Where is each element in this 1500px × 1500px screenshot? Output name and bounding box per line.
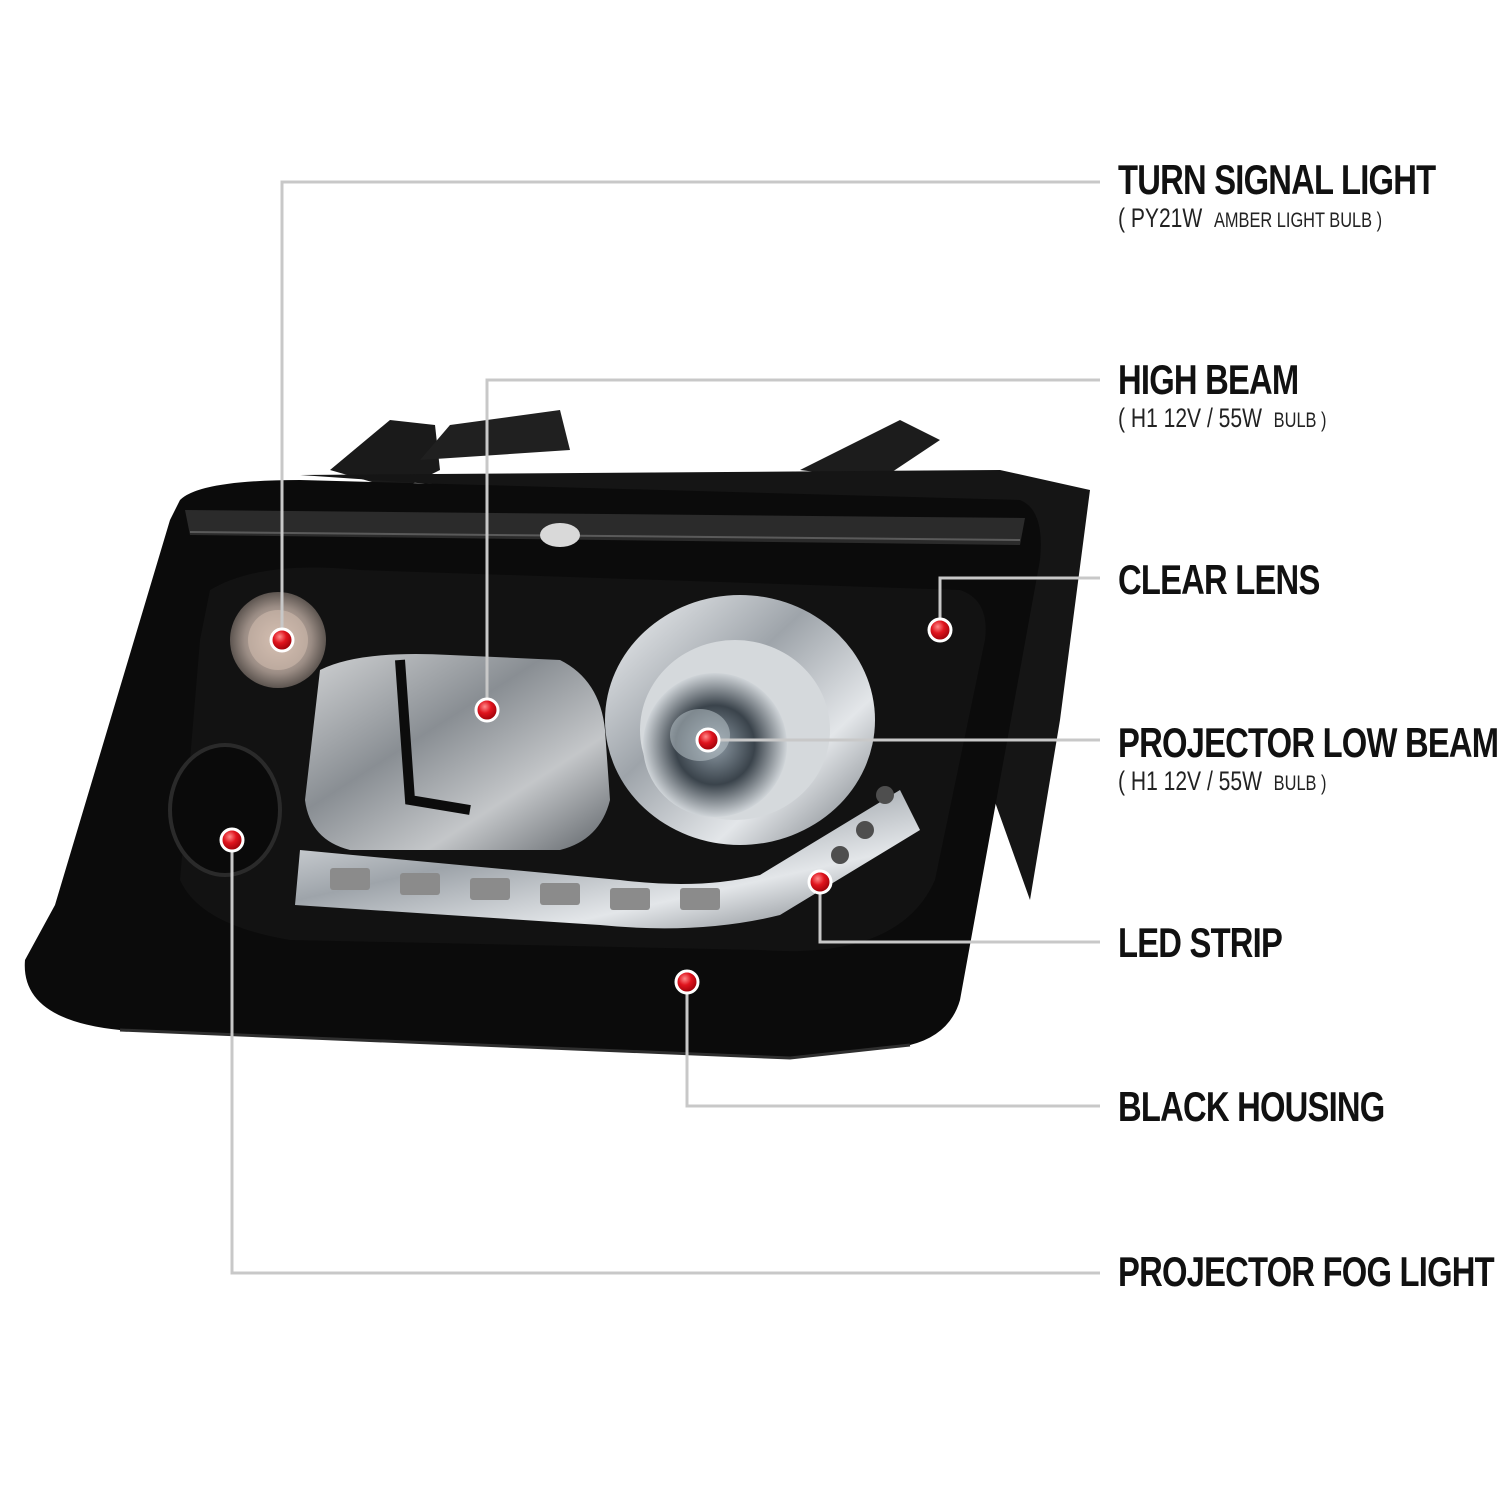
callout-title: LED STRIP xyxy=(1118,919,1283,966)
leader-led-strip xyxy=(818,882,1100,944)
callout-projector-low-beam: PROJECTOR LOW BEAM ( H1 12V / 55W BULB ) xyxy=(1118,720,1500,799)
headlight-image xyxy=(24,410,1090,1060)
leader-black-housing xyxy=(685,982,1100,1108)
mounting-bracket-left xyxy=(330,420,440,490)
mounting-bracket-right xyxy=(800,420,940,480)
callout-sub-main: ( PY21W xyxy=(1118,203,1203,233)
callout-title: PROJECTOR LOW BEAM xyxy=(1118,719,1499,766)
callout-turn-signal-light: TURN SIGNAL LIGHT ( PY21W AMBER LIGHT BU… xyxy=(1118,157,1500,236)
callout-clear-lens: CLEAR LENS xyxy=(1118,557,1376,603)
callout-subtitle: ( H1 12V / 55W BULB ) xyxy=(1118,766,1498,799)
callout-subtitle: ( H1 12V / 55W BULB ) xyxy=(1118,403,1326,436)
callout-subtitle: ( PY21W AMBER LIGHT BULB ) xyxy=(1118,203,1435,236)
callout-title: HIGH BEAM xyxy=(1118,356,1299,403)
leader-projector-fog-light xyxy=(230,840,1100,1275)
leader-lines xyxy=(230,180,1100,1275)
callout-sub-detail: AMBER LIGHT BULB ) xyxy=(1213,209,1383,232)
leader-turn-signal xyxy=(280,180,1100,640)
callout-projector-fog-light: PROJECTOR FOG LIGHT xyxy=(1118,1249,1500,1295)
callout-title: CLEAR LENS xyxy=(1118,556,1320,603)
callout-high-beam: HIGH BEAM ( H1 12V / 55W BULB ) xyxy=(1118,357,1385,436)
fog-light-bulb xyxy=(168,743,282,877)
top-trim xyxy=(185,510,1025,545)
marker-projector-fog-light xyxy=(219,827,245,853)
callout-black-housing: BLACK HOUSING xyxy=(1118,1084,1460,1130)
callout-sub-detail: BULB ) xyxy=(1273,772,1327,795)
callout-sub-detail: BULB ) xyxy=(1273,409,1327,432)
marker-led-strip xyxy=(807,869,833,895)
marker-projector-low-beam xyxy=(695,727,721,753)
callout-markers xyxy=(219,617,953,995)
callout-led-strip: LED STRIP xyxy=(1118,920,1328,966)
led-strip-bar xyxy=(295,790,920,929)
callout-title: BLACK HOUSING xyxy=(1118,1083,1385,1130)
high-beam-reflector xyxy=(305,654,610,850)
mounting-bracket-mid xyxy=(420,410,570,460)
callout-sub-main: ( H1 12V / 55W xyxy=(1118,403,1262,433)
marker-turn-signal xyxy=(269,627,295,653)
marker-high-beam xyxy=(474,697,500,723)
marker-black-housing xyxy=(674,969,700,995)
leader-clear-lens xyxy=(938,576,1100,630)
callout-title: PROJECTOR FOG LIGHT xyxy=(1118,1248,1495,1295)
leader-high-beam xyxy=(485,378,1100,710)
callout-sub-main: ( H1 12V / 55W xyxy=(1118,766,1262,796)
callout-title: TURN SIGNAL LIGHT xyxy=(1118,156,1436,203)
marker-clear-lens xyxy=(927,617,953,643)
